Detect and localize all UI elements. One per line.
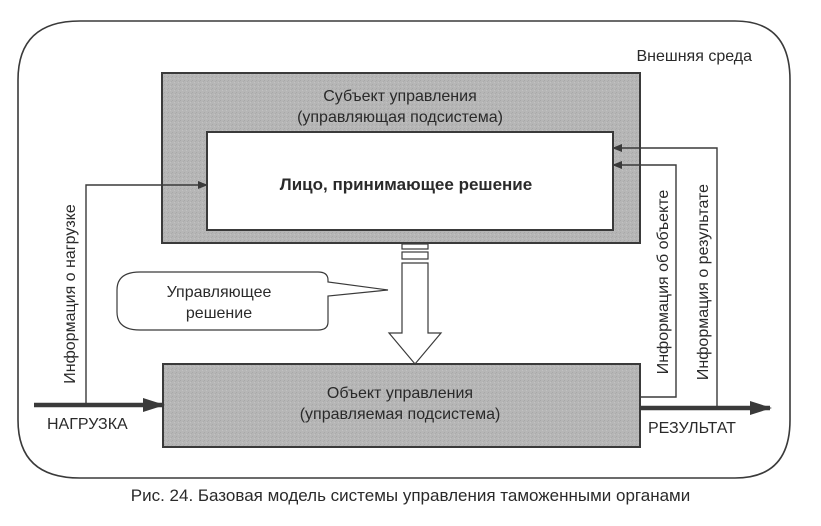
load-label: НАГРУЗКА [47,416,128,433]
load-info-line [85,181,208,405]
figure-caption: Рис. 24. Базовая модель системы управлен… [130,486,691,505]
load-info-label: Информация о нагрузке [62,204,79,384]
control-decision-arrow [387,243,443,365]
callout-line2: решение [186,305,252,322]
decision-maker-box [206,131,614,231]
subject-title: Субъект управления [323,88,476,105]
control-decision-callout [116,271,389,331]
result-info-label: Информация о результате [695,184,712,380]
decision-maker-label: Лицо, принимающее решение [280,175,532,194]
environment-label: Внешняя среда [636,48,752,65]
result-info-line [612,144,718,408]
environment-boundary [17,20,791,479]
result-label: РЕЗУЛЬТАТ [648,420,736,437]
callout-line1: Управляющее [167,284,272,301]
object-title: Объект управления [327,385,473,402]
object-info-label: Информация об объекте [655,190,672,375]
subject-subtitle: (управляющая подсистема) [297,109,503,126]
object-box [162,363,641,448]
object-subtitle: (управляемая подсистема) [300,406,501,423]
object-info-line [612,161,677,398]
